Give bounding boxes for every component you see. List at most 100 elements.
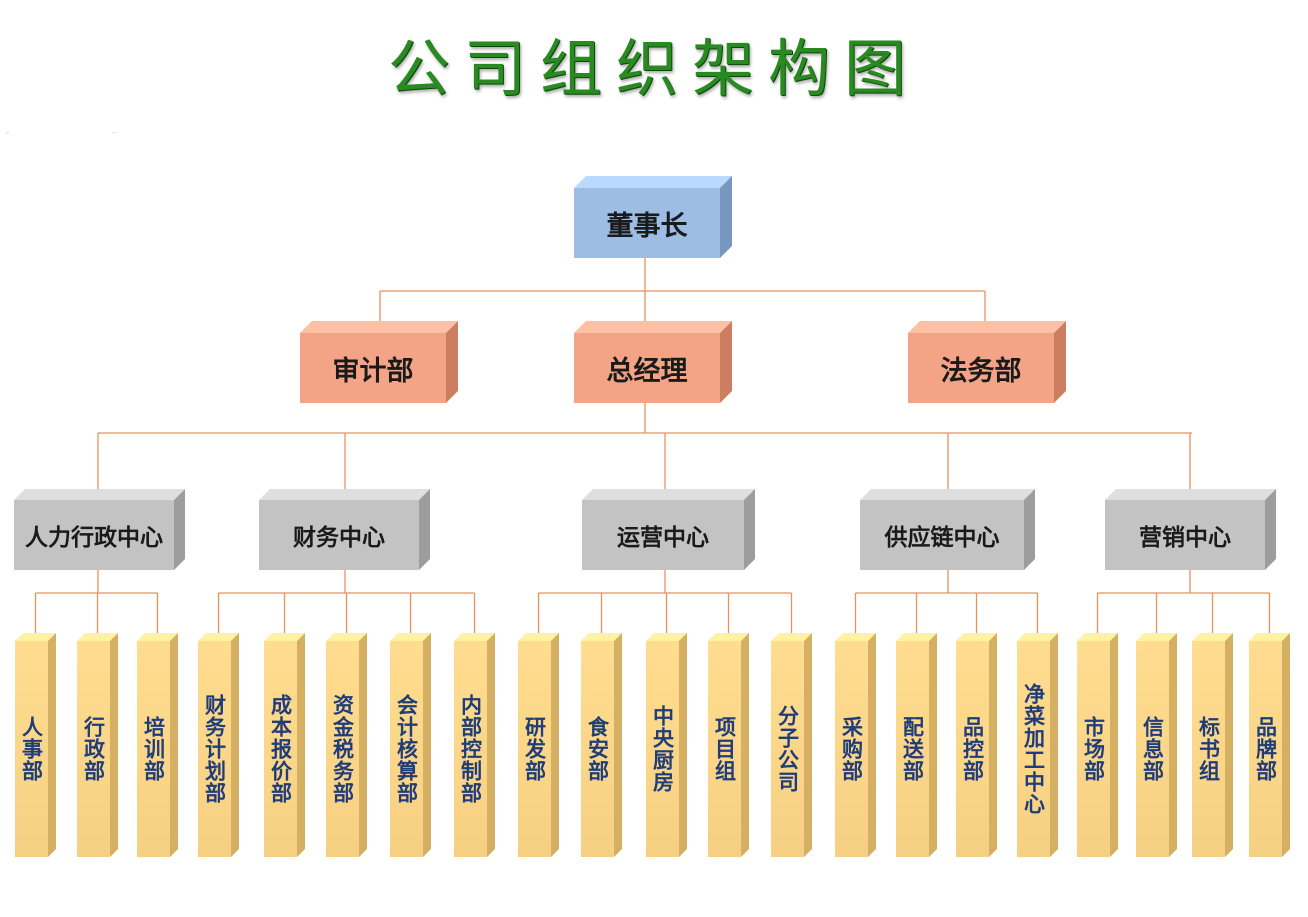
level2-box-gm-label: 总经理 <box>606 355 688 387</box>
center-box-1: 财务中心 <box>259 489 430 570</box>
department-box-0-0: 人事部 <box>15 633 56 857</box>
level2-box-legal-label: 法务部 <box>940 355 1022 387</box>
level2-box-audit-top-face <box>300 321 458 333</box>
department-box-3-3: 净菜加工中心 <box>1017 633 1058 857</box>
chairman-box: 董事长 <box>574 176 732 258</box>
center-box-2-side-face <box>744 489 755 570</box>
department-box-4-0-side-face <box>1110 633 1118 857</box>
department-box-1-4-label: 内部控制部 <box>458 694 483 804</box>
department-box-4-2-label: 标书组 <box>1196 716 1221 782</box>
decorative-marks: - - <box>6 128 166 138</box>
department-box-1-2-front-face: 资金税务部 <box>326 641 359 857</box>
department-box-1-0: 财务计划部 <box>198 633 239 857</box>
chairman-box-front-face: 董事长 <box>574 188 720 258</box>
center-box-4-front-face: 营销中心 <box>1105 500 1265 570</box>
department-box-0-1-front-face: 行政部 <box>77 641 110 857</box>
department-box-1-3-side-face <box>423 633 431 857</box>
center-box-2: 运营中心 <box>582 489 755 570</box>
center-box-4: 营销中心 <box>1105 489 1276 570</box>
level2-box-audit-label: 审计部 <box>332 355 414 387</box>
chairman-box-label: 董事长 <box>606 210 688 242</box>
level2-box-audit-side-face <box>446 321 458 403</box>
department-box-1-3-front-face: 会计核算部 <box>390 641 423 857</box>
department-box-4-2: 标书组 <box>1192 633 1233 857</box>
center-box-4-side-face <box>1265 489 1276 570</box>
department-box-4-0-top-face <box>1077 633 1118 641</box>
department-box-2-1: 食安部 <box>581 633 622 857</box>
department-box-0-2-front-face: 培训部 <box>137 641 170 857</box>
department-box-2-4-front-face: 分子公司 <box>771 641 804 857</box>
department-box-4-1-label: 信息部 <box>1140 716 1165 782</box>
center-box-0-label: 人力行政中心 <box>25 525 163 551</box>
department-box-4-1-side-face <box>1169 633 1177 857</box>
department-box-1-1: 成本报价部 <box>264 633 305 857</box>
center-box-1-top-face <box>259 489 430 500</box>
level2-box-gm: 总经理 <box>574 321 732 403</box>
department-box-4-3-label: 品牌部 <box>1253 716 1278 782</box>
department-box-2-2: 中央厨房 <box>646 633 687 857</box>
department-box-1-4-top-face <box>454 633 495 641</box>
department-box-2-0-side-face <box>551 633 559 857</box>
department-box-4-3-top-face <box>1249 633 1290 641</box>
center-box-1-front-face: 财务中心 <box>259 500 419 570</box>
department-box-3-2-front-face: 品控部 <box>956 641 989 857</box>
level2-box-gm-side-face <box>720 321 732 403</box>
department-box-1-3-label: 会计核算部 <box>394 694 419 804</box>
department-box-3-2: 品控部 <box>956 633 997 857</box>
department-box-1-2-side-face <box>359 633 367 857</box>
level2-box-audit-front-face: 审计部 <box>300 333 446 403</box>
department-box-2-3-front-face: 项目组 <box>708 641 741 857</box>
department-box-3-0-side-face <box>868 633 876 857</box>
department-box-4-0: 市场部 <box>1077 633 1118 857</box>
department-box-3-1: 配送部 <box>896 633 937 857</box>
department-box-1-1-top-face <box>264 633 305 641</box>
department-box-2-4: 分子公司 <box>771 633 812 857</box>
department-box-1-3-top-face <box>390 633 431 641</box>
department-box-4-2-top-face <box>1192 633 1233 641</box>
department-box-2-0-front-face: 研发部 <box>518 641 551 857</box>
department-box-4-3-side-face <box>1282 633 1290 857</box>
department-box-4-0-front-face: 市场部 <box>1077 641 1110 857</box>
center-box-3: 供应链中心 <box>860 489 1035 570</box>
center-box-0-front-face: 人力行政中心 <box>14 500 174 570</box>
department-box-2-0-top-face <box>518 633 559 641</box>
department-box-0-2-label: 培训部 <box>141 716 166 782</box>
department-box-1-4-front-face: 内部控制部 <box>454 641 487 857</box>
department-box-1-3: 会计核算部 <box>390 633 431 857</box>
level2-box-audit: 审计部 <box>300 321 458 403</box>
department-box-2-3-label: 项目组 <box>712 716 737 782</box>
department-box-1-2-top-face <box>326 633 367 641</box>
department-box-3-0-top-face <box>835 633 876 641</box>
department-box-1-4-side-face <box>487 633 495 857</box>
department-box-3-2-top-face <box>956 633 997 641</box>
department-box-4-2-side-face <box>1225 633 1233 857</box>
center-box-4-label: 营销中心 <box>1139 525 1231 551</box>
department-box-1-1-side-face <box>297 633 305 857</box>
department-box-1-0-top-face <box>198 633 239 641</box>
department-box-0-0-top-face <box>15 633 56 641</box>
level2-box-gm-top-face <box>574 321 732 333</box>
department-box-3-1-side-face <box>929 633 937 857</box>
department-box-1-0-side-face <box>231 633 239 857</box>
department-box-2-4-top-face <box>771 633 812 641</box>
department-box-2-2-side-face <box>679 633 687 857</box>
level2-box-legal-side-face <box>1054 321 1066 403</box>
department-box-2-0-label: 研发部 <box>522 716 547 782</box>
department-box-3-3-top-face <box>1017 633 1058 641</box>
department-box-0-2: 培训部 <box>137 633 178 857</box>
level2-box-legal-top-face <box>908 321 1066 333</box>
department-box-1-1-label: 成本报价部 <box>268 694 293 804</box>
page-title: 公司组织架构图 <box>387 32 920 105</box>
center-box-2-front-face: 运营中心 <box>582 500 744 570</box>
department-box-2-1-top-face <box>581 633 622 641</box>
center-box-0-top-face <box>14 489 185 500</box>
center-box-4-top-face <box>1105 489 1276 500</box>
department-box-2-1-side-face <box>614 633 622 857</box>
department-box-4-1-top-face <box>1136 633 1177 641</box>
department-box-1-4: 内部控制部 <box>454 633 495 857</box>
department-box-3-1-top-face <box>896 633 937 641</box>
department-box-3-0: 采购部 <box>835 633 876 857</box>
center-box-1-side-face <box>419 489 430 570</box>
level2-box-legal-front-face: 法务部 <box>908 333 1054 403</box>
